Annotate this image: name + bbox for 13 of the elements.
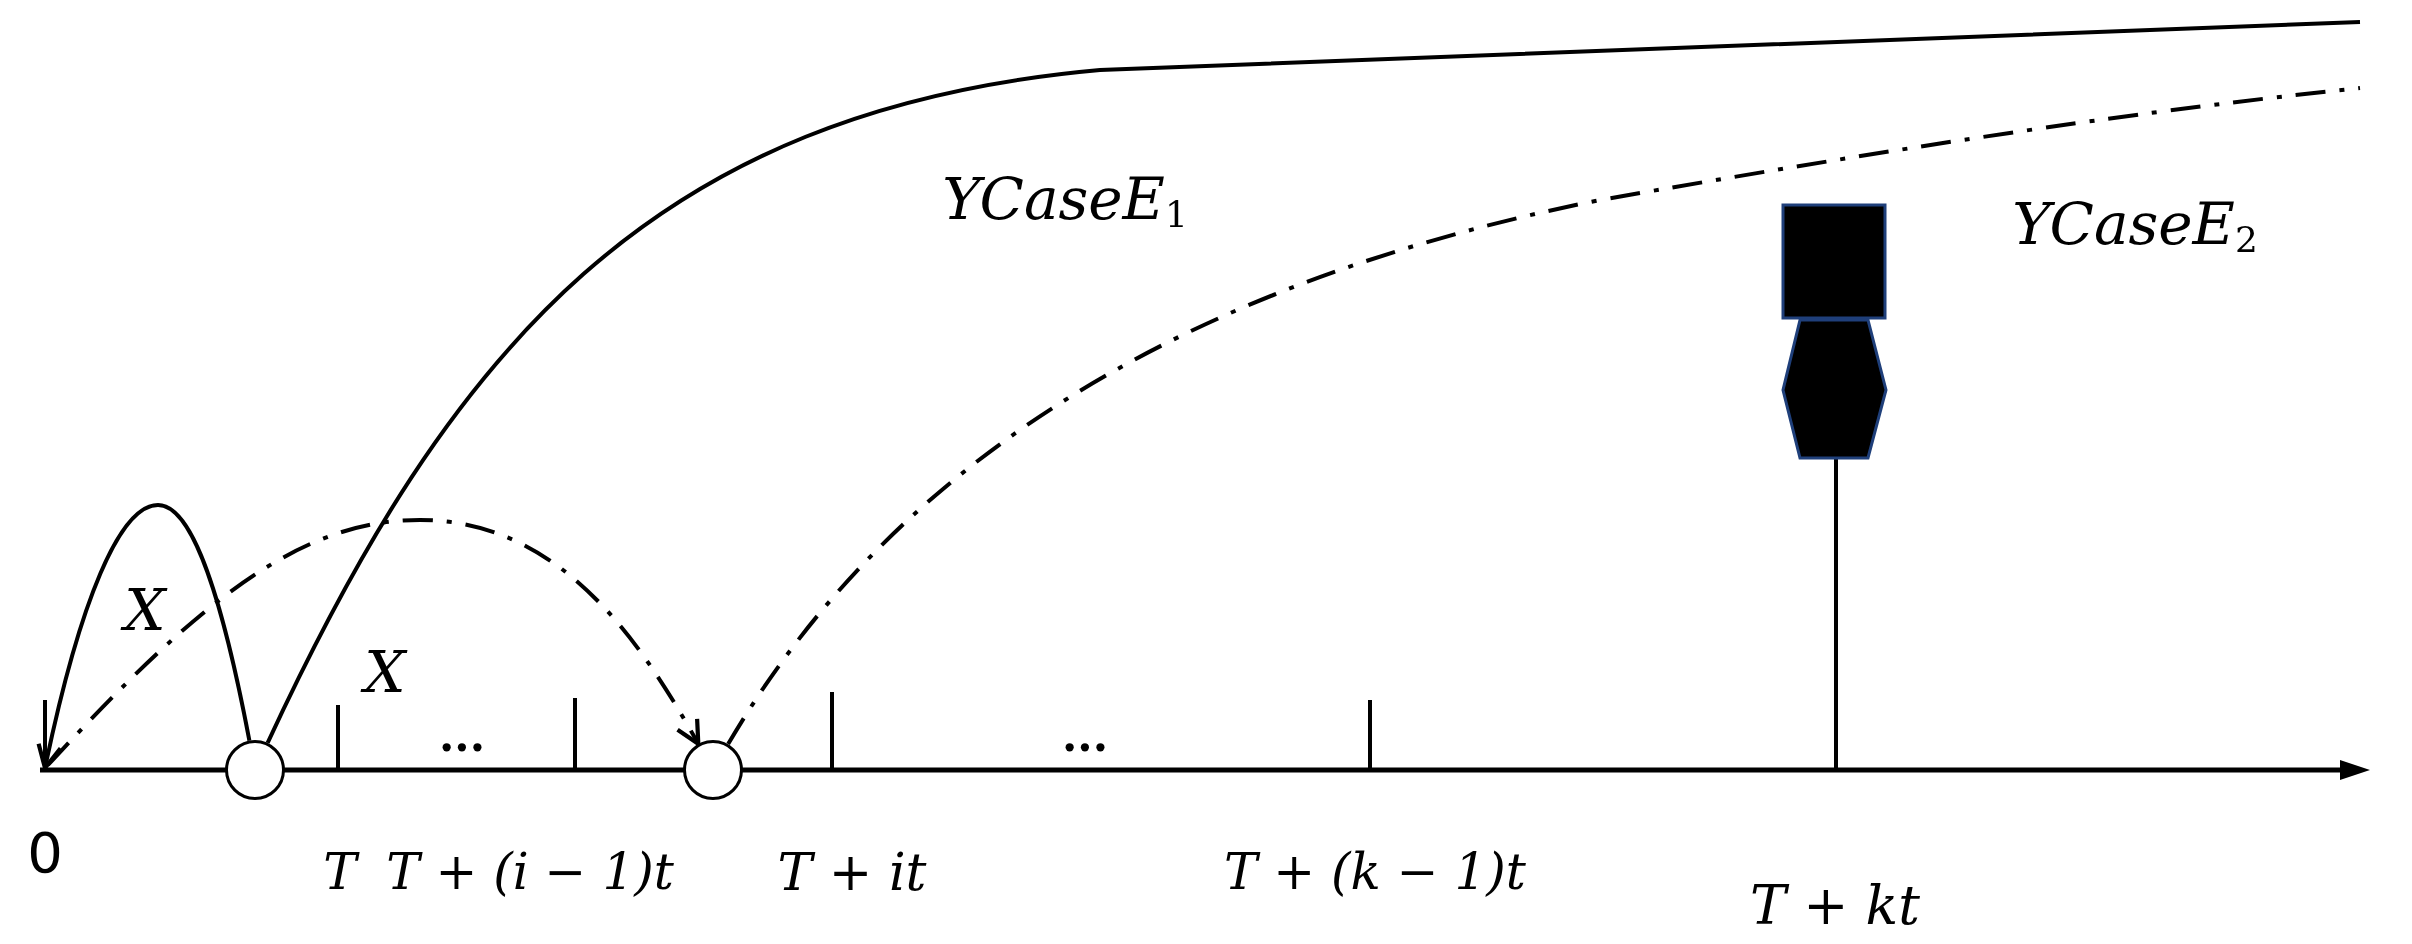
tick-label: 0 <box>27 819 63 885</box>
edge-label: YCaseE$_{2}$ <box>2012 189 2258 261</box>
tick-label: T + it <box>777 842 927 902</box>
tick-label: T + (i − 1)t <box>386 843 674 901</box>
ellipsis: ... <box>1062 709 1108 761</box>
curved-arrow <box>36 503 252 771</box>
circle-node <box>225 740 285 800</box>
curved-arrow <box>46 518 701 767</box>
edge-label: YCaseE$_{1}$ <box>942 164 1188 236</box>
ellipsis: ... <box>439 709 485 761</box>
circle-node <box>683 740 743 800</box>
tick-label: T + kt <box>1750 873 1920 937</box>
tick-label: T + (k − 1)t <box>1224 843 1526 901</box>
